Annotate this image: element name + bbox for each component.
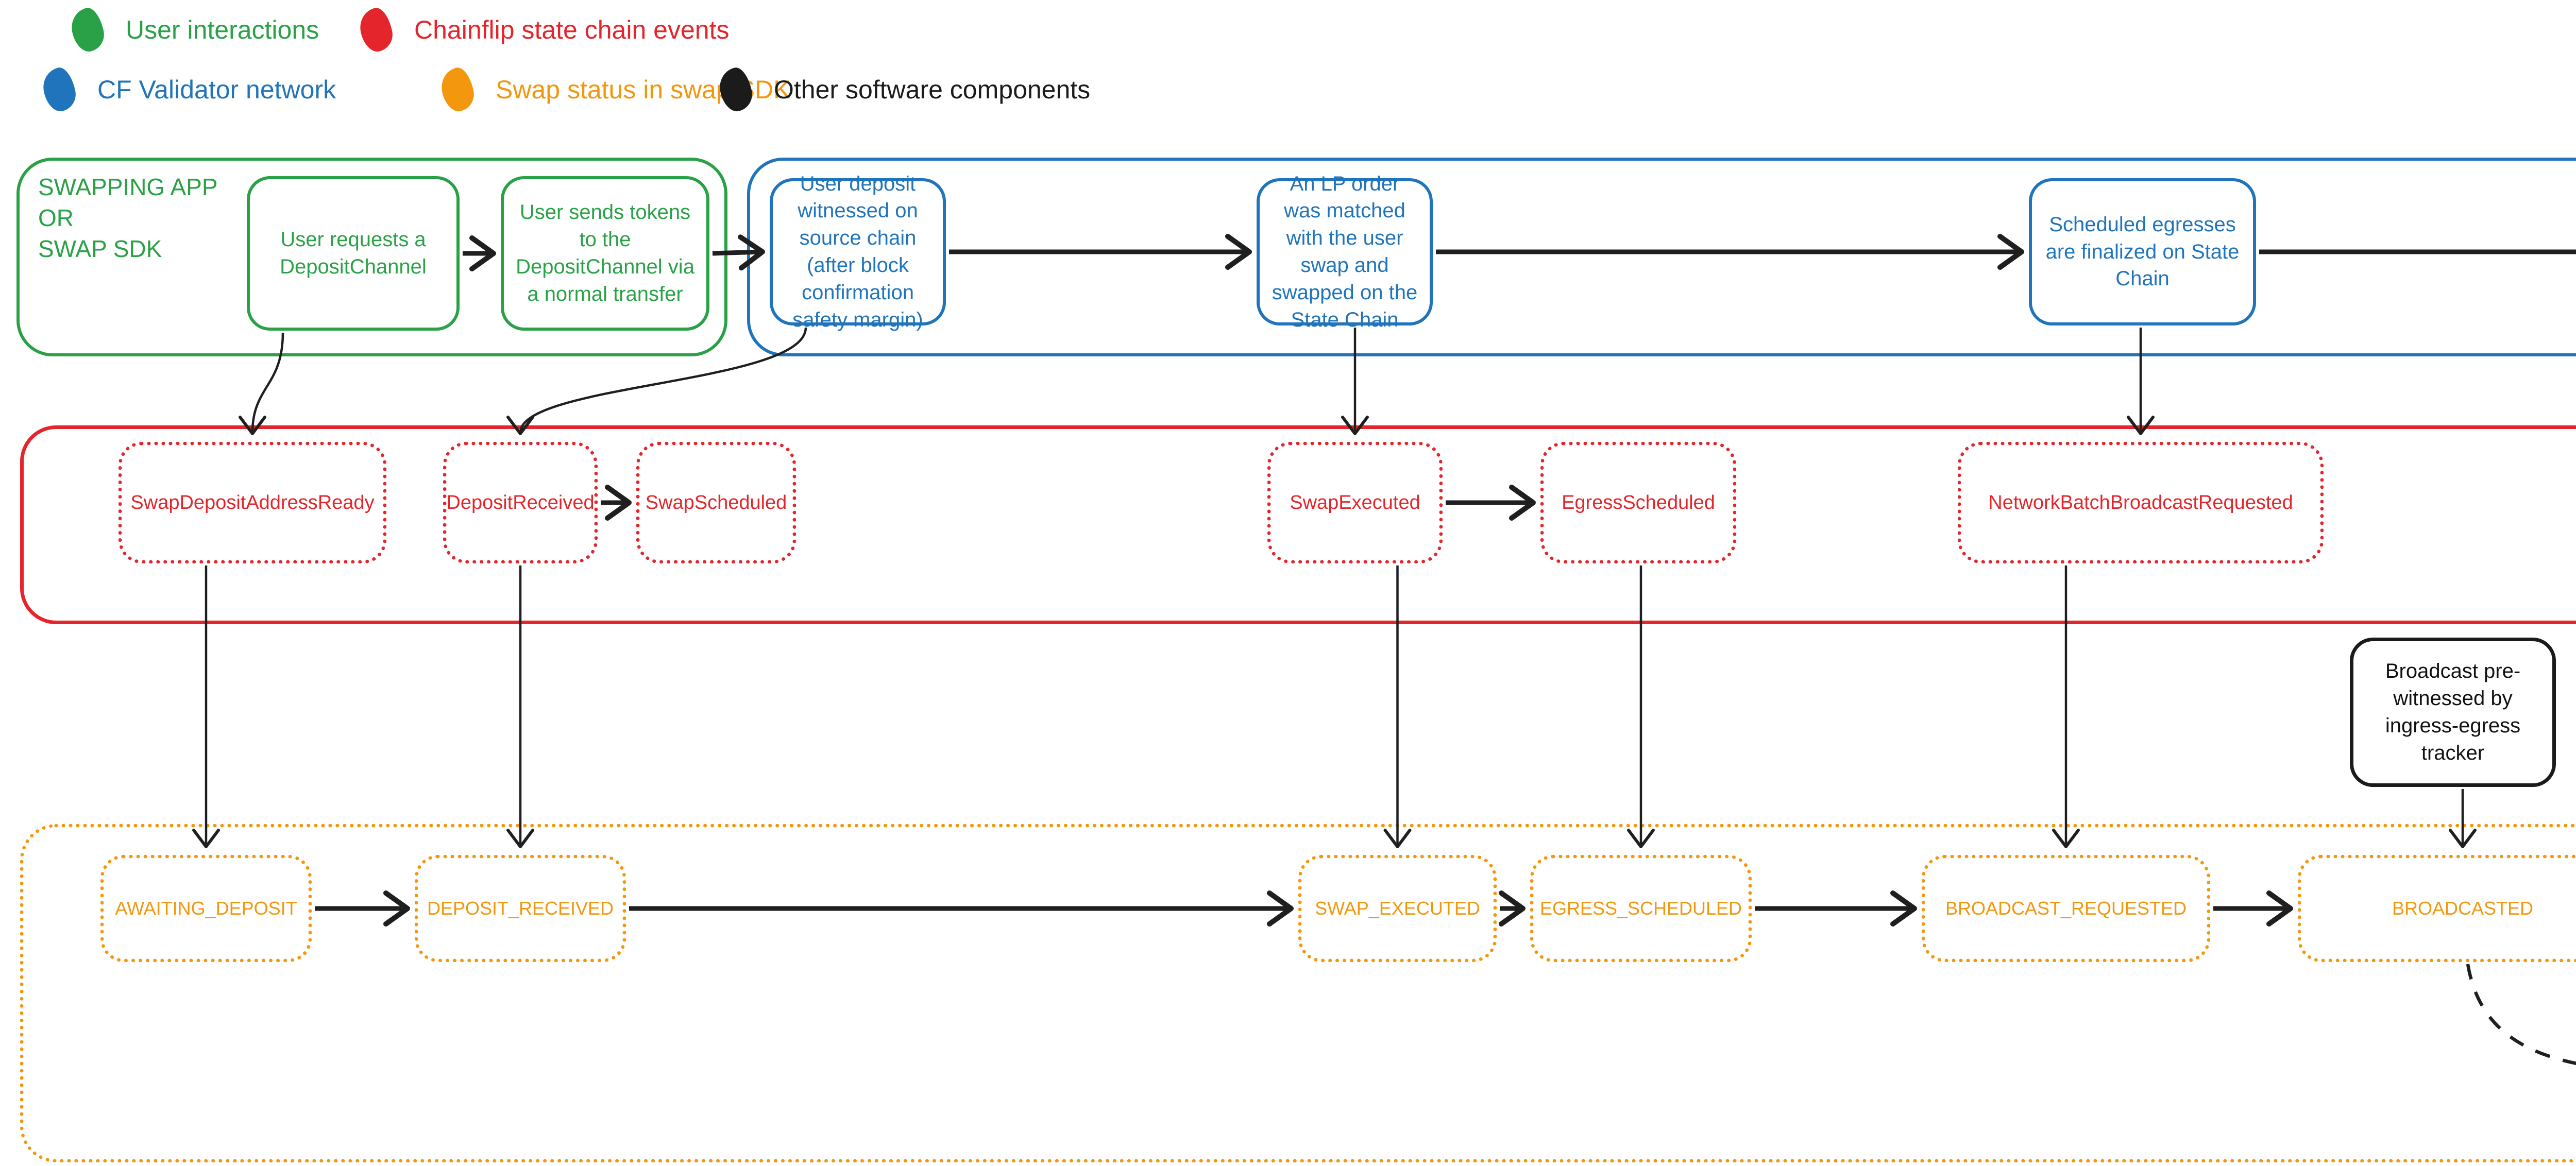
legend-label-other-software: Other software components [774, 75, 1091, 104]
node-user-requests-a-depositchannel: User requests a DepositChannel [247, 176, 460, 331]
edge-g1-r1 [239, 332, 284, 435]
state-chain-events-container [20, 425, 2576, 624]
legend-label-chainflip-events: Chainflip state chain events [414, 15, 730, 44]
node-depositreceived: DepositReceived [443, 442, 598, 563]
node-swapdepositaddressready: SwapDepositAddressReady [118, 442, 386, 563]
node-awaiting-deposit: AWAITING_DEPOSIT [100, 855, 312, 962]
node-broadcast-pre-witnessed-by-ingress-egress-tracker: Broadcast pre-witnessed by ingress-egres… [2350, 638, 2556, 787]
node-scheduled-egresses-are-finalized-on-state-chain: Scheduled egresses are finalized on Stat… [2029, 178, 2256, 325]
node-egressscheduled: EgressScheduled [1540, 442, 1736, 563]
node-egress-scheduled: EGRESS_SCHEDULED [1530, 855, 1752, 962]
node-broadcast-requested: BROADCAST_REQUESTED [1922, 855, 2210, 962]
edge-b1-r2 [506, 327, 807, 435]
swapping-app-container-label: SWAPPING APP OR SWAP SDK [38, 174, 218, 262]
swap-sdk-status-container [20, 824, 2576, 1162]
node-swapscheduled: SwapScheduled [636, 442, 796, 563]
legend-label-user-interactions: User interactions [126, 15, 319, 44]
node-swap-executed: SWAP_EXECUTED [1298, 855, 1497, 962]
node-deposit-received: DEPOSIT_RECEIVED [415, 855, 626, 962]
node-swapexecuted: SwapExecuted [1267, 442, 1443, 563]
node-networkbatchbroadcastrequested: NetworkBatchBroadcastRequested [1958, 442, 2324, 563]
node-user-sends-tokens-to-the-depositchannel-via-a-normal-transfer: User sends tokens to the DepositChannel … [501, 176, 709, 331]
legend-label-cf-validator: CF Validator network [97, 75, 336, 104]
edge-g2-b1 [712, 234, 765, 271]
edge-o6-o8 [2466, 964, 2576, 1066]
node-broadcasted: BROADCASTED [2298, 855, 2576, 962]
swapping-app-container [16, 158, 727, 356]
